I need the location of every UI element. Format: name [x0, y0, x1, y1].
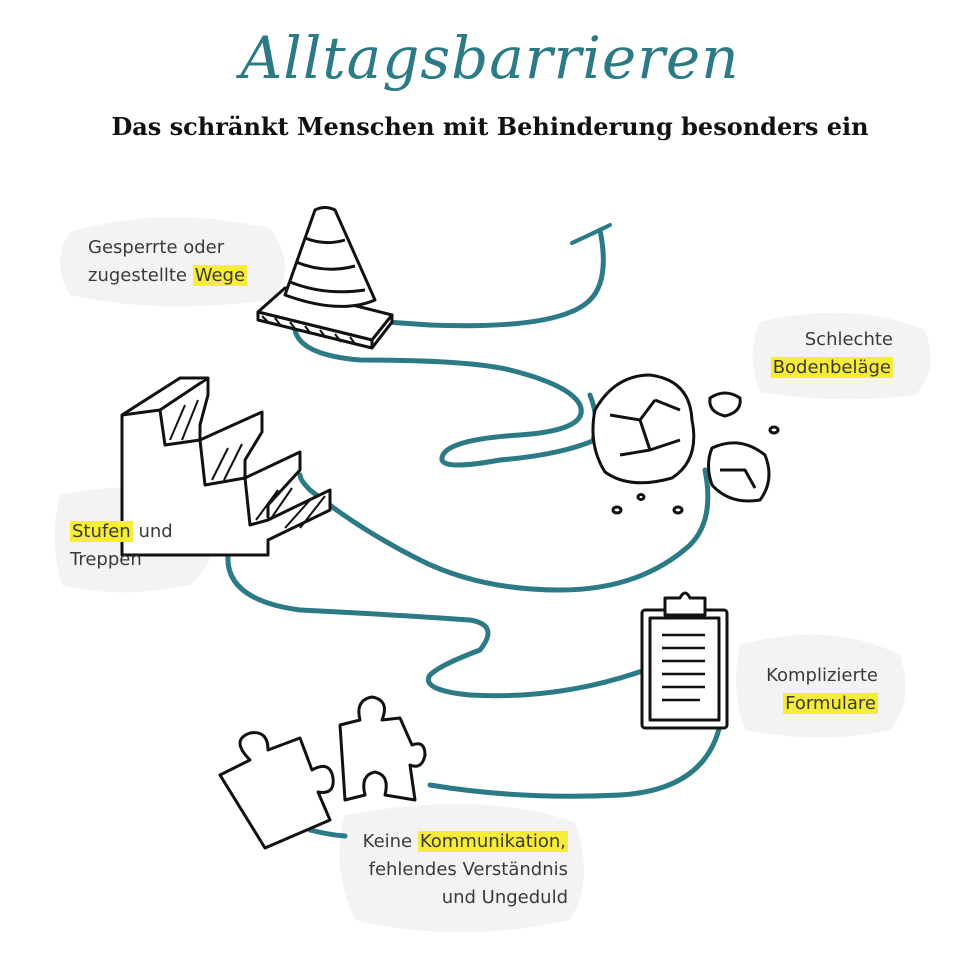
label-bodenbelaege: Schlechte Bodenbeläge	[770, 329, 893, 378]
label-kommunikation: Keine Kommunikation, fehlendes Verständn…	[362, 831, 568, 908]
label-formulare: Komplizierte Formulare	[766, 665, 878, 714]
highlight-stufen: Stufen	[70, 521, 133, 542]
highlight-kommunikation: Kommunikation,	[417, 831, 568, 852]
rocks-icon	[591, 373, 780, 515]
flag-icon	[570, 223, 612, 245]
stairs-icon	[120, 376, 332, 557]
highlight-bodenbelaege: Bodenbeläge	[770, 357, 893, 378]
page-title: Alltagsbarrieren	[240, 24, 740, 92]
page-subtitle: Das schränkt Menschen mit Behinderung be…	[111, 112, 869, 141]
label-stufen: Stufen und Treppen	[70, 521, 173, 570]
label-wege: Gesperrte oder zugestellte Wege	[88, 237, 248, 286]
clipboard-icon	[640, 591, 729, 730]
highlight-wege: Wege	[192, 265, 248, 286]
highlight-formulare: Formulare	[783, 693, 878, 714]
puzzle-pieces-icon	[218, 695, 427, 850]
traffic-cone-icon	[256, 206, 394, 350]
